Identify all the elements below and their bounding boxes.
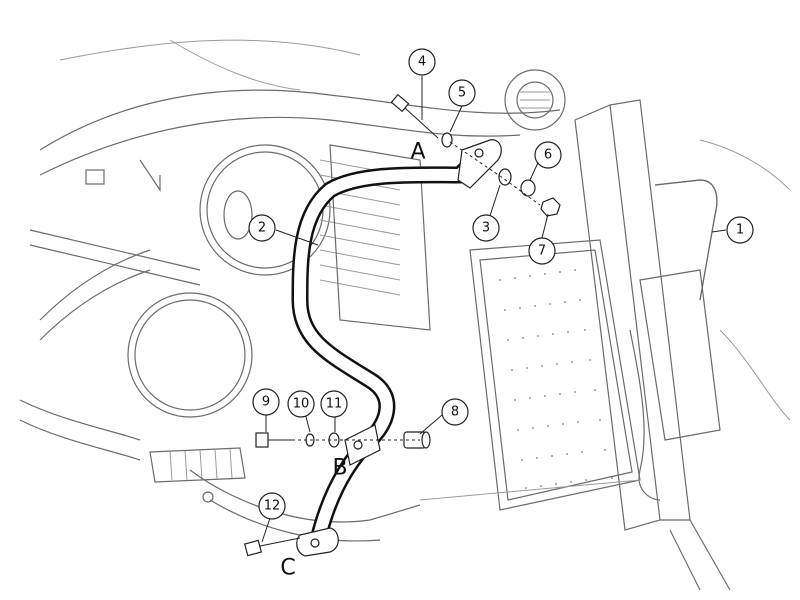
bolt-4 — [390, 93, 439, 139]
nut-7 — [540, 197, 561, 217]
callout-12-text: 12 — [264, 499, 281, 514]
crash-bar — [291, 139, 502, 557]
point-label-b: B — [332, 456, 347, 481]
callout-8-text: 8 — [451, 405, 459, 420]
callout-3: 3 — [472, 214, 500, 242]
callout-10: 10 — [287, 390, 315, 418]
callout-11: 11 — [320, 390, 348, 418]
callout-7: 7 — [528, 237, 556, 265]
callout-8: 8 — [441, 398, 469, 426]
hardware — [243, 93, 561, 557]
washer-6 — [520, 179, 536, 197]
callout-10-text: 10 — [293, 397, 310, 412]
bolt-9 — [255, 432, 292, 448]
callout-7-text: 7 — [538, 244, 546, 259]
point-label-c: C — [280, 556, 295, 581]
callout-4: 4 — [408, 48, 436, 76]
radiator-mesh — [499, 269, 613, 489]
washer-5 — [441, 132, 453, 148]
point-labels: A B C — [280, 140, 425, 581]
callout-12: 12 — [258, 492, 286, 520]
callout-5-text: 5 — [458, 86, 466, 101]
callout-6-text: 6 — [544, 148, 552, 163]
callout-11-text: 11 — [326, 397, 343, 412]
callout-9: 9 — [252, 388, 280, 416]
point-label-a: A — [410, 140, 425, 165]
callout-1-text: 1 — [736, 223, 744, 238]
motorcycle-sketch — [19, 39, 791, 591]
callout-2-text: 2 — [258, 221, 266, 236]
callout-3-text: 3 — [482, 221, 490, 236]
part-callouts: 1 2 3 4 5 6 7 8 9 10 11 12 — [248, 48, 754, 520]
callout-5: 5 — [448, 79, 476, 107]
callout-9-text: 9 — [262, 395, 270, 410]
callout-2: 2 — [248, 214, 276, 242]
washer-3 — [498, 168, 512, 186]
callout-4-text: 4 — [418, 55, 426, 70]
bolt-12 — [243, 537, 301, 557]
callout-6: 6 — [534, 141, 562, 169]
callout-1: 1 — [726, 216, 754, 244]
